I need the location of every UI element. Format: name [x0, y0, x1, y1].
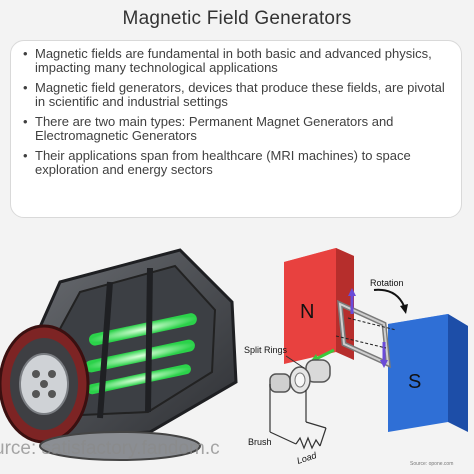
rotation-label: Rotation [370, 278, 404, 288]
diagram-credit: Source: opone.com [410, 461, 454, 467]
bullet-list: Magnetic fields are fundamental in both … [23, 47, 449, 177]
bullet-item: Magnetic fields are fundamental in both … [23, 47, 449, 75]
split-rings-label: Split Rings [244, 345, 288, 355]
bullet-item: Their applications span from healthcare … [23, 149, 449, 177]
bullet-item: Magnetic field generators, devices that … [23, 81, 449, 109]
field-arrows [310, 288, 397, 368]
generator-diagram: N S Rotation Split Rings Brush Load [244, 248, 468, 466]
source-watermark: urce: satisfactory.fandom.c [0, 438, 220, 459]
load-label: Load [296, 450, 319, 466]
split-rings [269, 359, 331, 394]
bullet-panel: Magnetic fields are fundamental in both … [10, 40, 462, 218]
bullet-item: There are two main types: Permanent Magn… [23, 115, 449, 143]
south-label: S [408, 371, 421, 393]
south-magnet [388, 314, 468, 432]
brush-label: Brush [248, 437, 272, 447]
generator-image [0, 248, 238, 461]
north-label: N [300, 301, 314, 323]
slide-title: Magnetic Field Generators [122, 8, 352, 29]
